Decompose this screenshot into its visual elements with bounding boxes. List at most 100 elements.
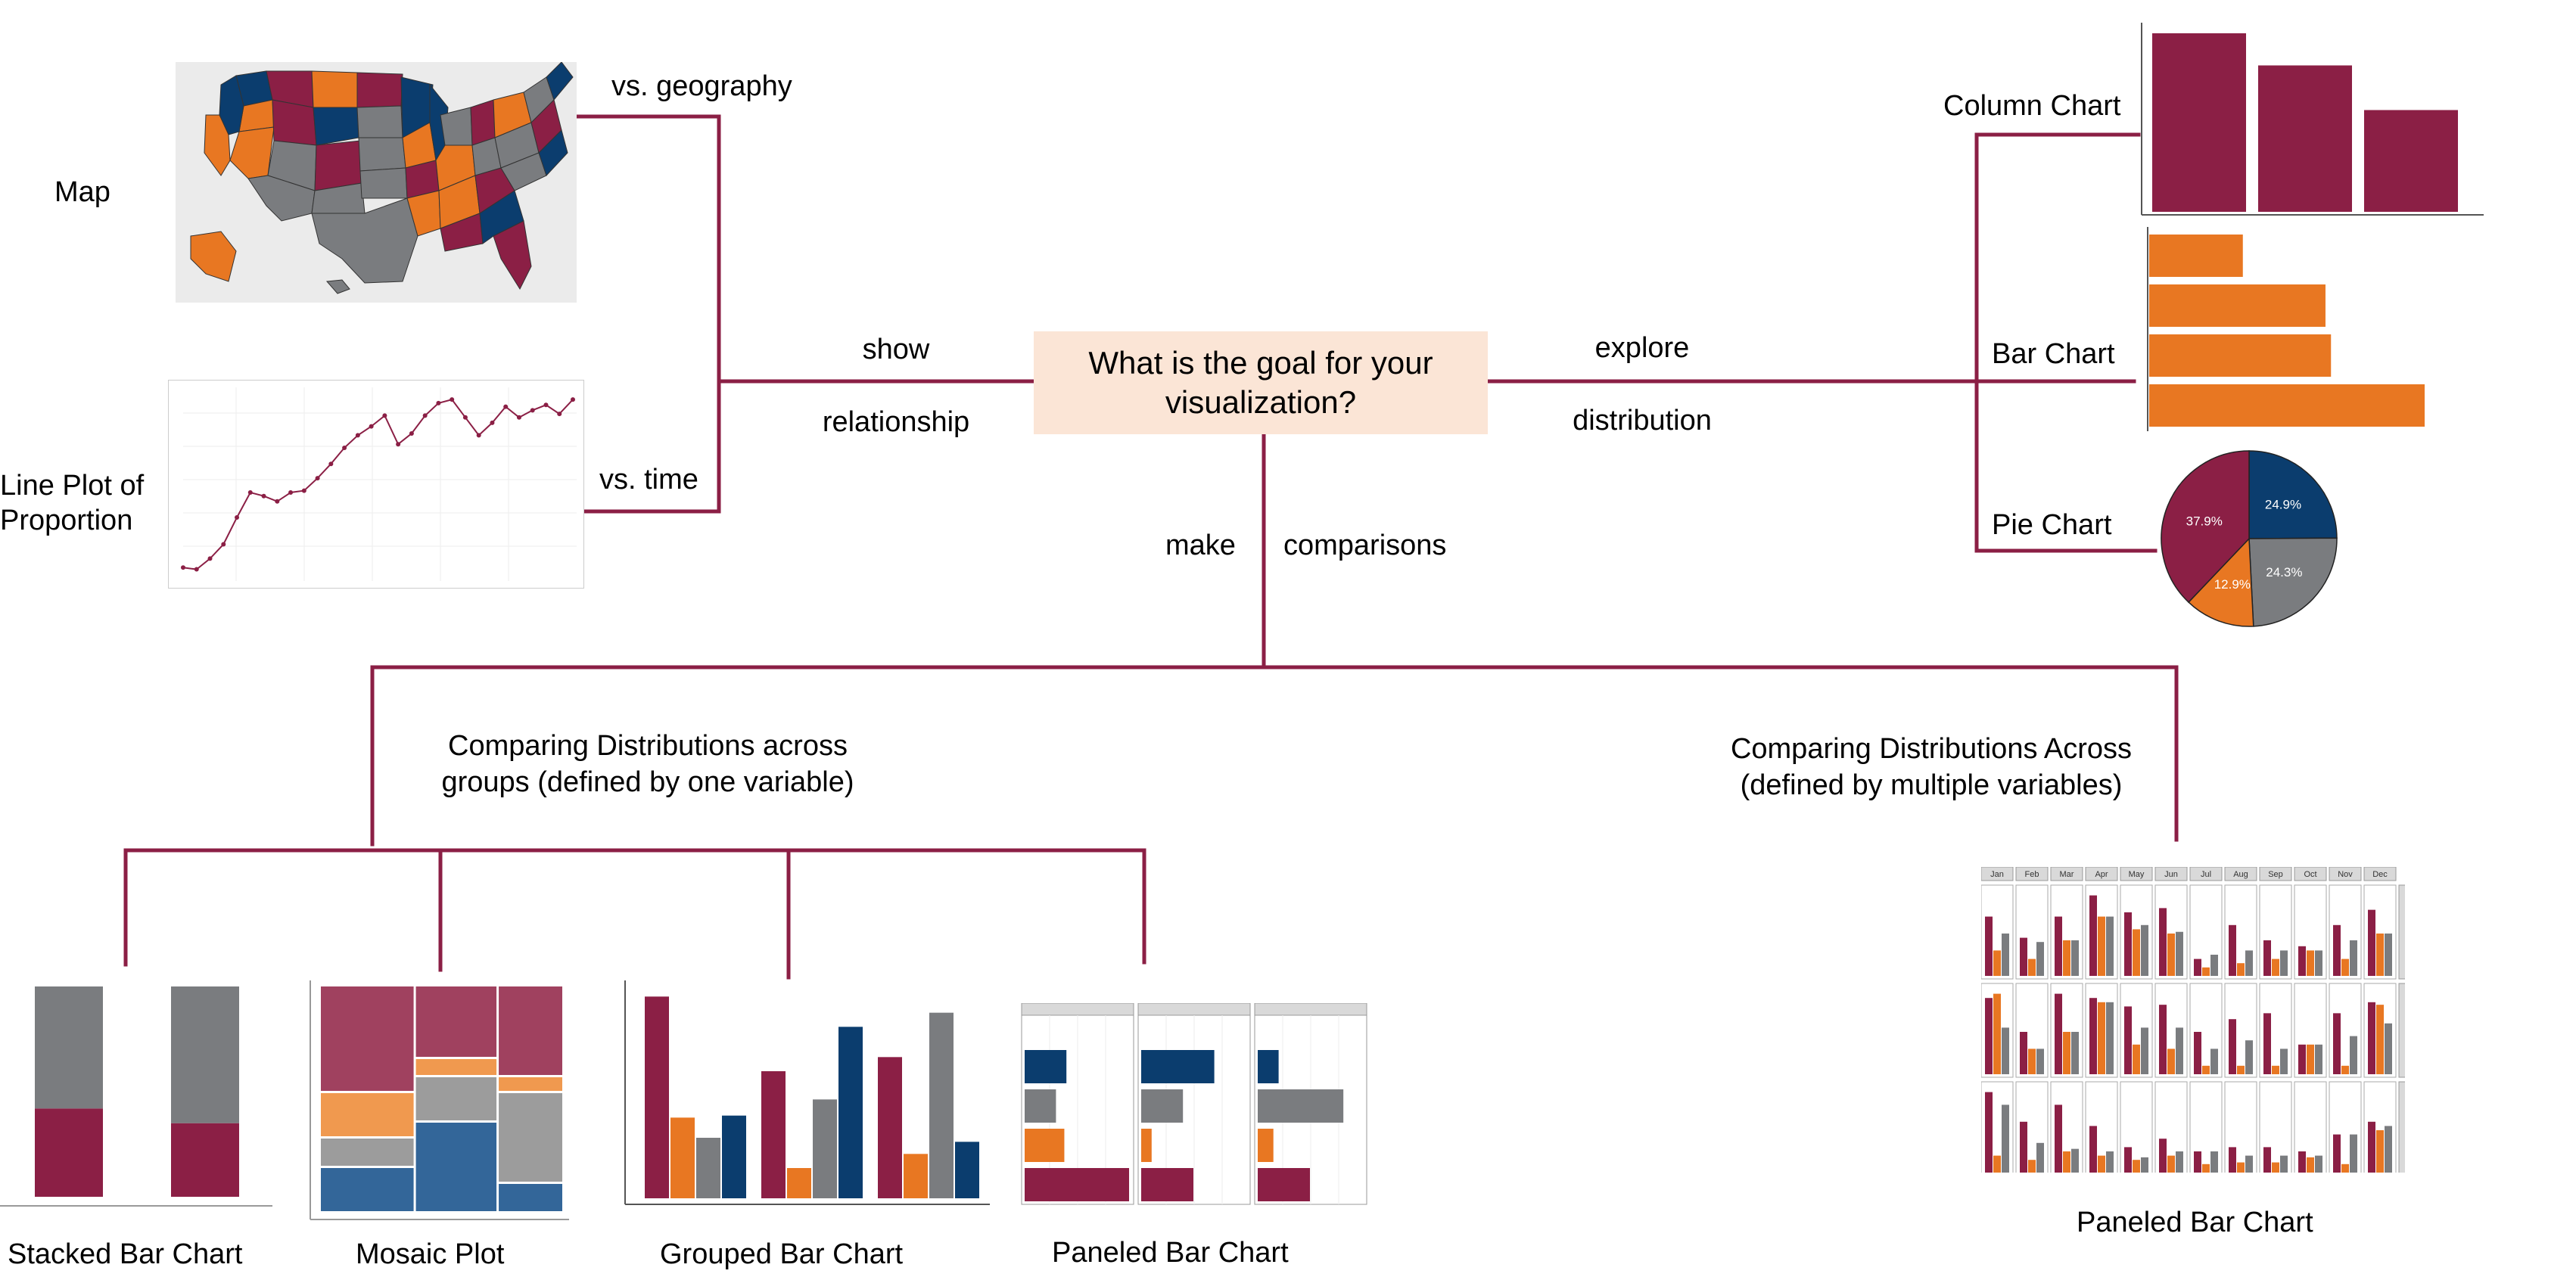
grid-bar: [2263, 1147, 2271, 1173]
month-strip: [2189, 867, 2223, 881]
grid-bar: [2194, 1032, 2201, 1074]
month-label: Feb: [2025, 870, 2039, 879]
grid-bar: [2333, 1134, 2341, 1173]
grid-bar: [2036, 942, 2044, 976]
line-plot-point: [261, 493, 266, 499]
grid-bar: [2141, 924, 2148, 976]
grid-bar: [2020, 1032, 2027, 1074]
line-plot-point: [247, 489, 253, 495]
grid-bar: [2098, 1002, 2105, 1074]
grid-bar: [2124, 1147, 2132, 1173]
line-plot-point: [355, 433, 360, 438]
horizontal-bar: [2149, 235, 2243, 277]
month-strip: [2015, 867, 2049, 881]
paneled-bar: [1258, 1129, 1274, 1162]
pie-chart-thumb: 24.9%24.3%12.9%37.9%: [2161, 450, 2338, 627]
grid-bar: [2376, 1130, 2384, 1173]
grid-bar: [2272, 1065, 2279, 1074]
grid-bar: [2210, 955, 2218, 976]
grid-bar: [2055, 916, 2062, 976]
pie-slice: [2248, 450, 2338, 539]
horizontal-bar: [2149, 334, 2332, 377]
label-paneled-bar-chart: Paneled Bar Chart: [1052, 1237, 1289, 1269]
us-map-thumb: [176, 62, 577, 303]
grid-bar: [2307, 1044, 2314, 1074]
month-label: Jun: [2164, 870, 2178, 879]
year-label: 2020: [2404, 1120, 2405, 1138]
line-plot-point: [275, 499, 280, 504]
grid-bar: [2350, 1036, 2357, 1074]
grid-bar: [2167, 1049, 2175, 1074]
label-column-chart: Column Chart: [1943, 90, 2121, 122]
grid-bar: [2176, 1151, 2183, 1173]
month-strip: [2294, 867, 2327, 881]
paneled-bar: [1141, 1168, 1193, 1201]
grid-bar: [2385, 1126, 2392, 1173]
stacked-bar-segment: [35, 1108, 103, 1197]
grid-bar: [2272, 1162, 2279, 1173]
grid-bar: [2106, 1002, 2114, 1074]
column-chart-thumb: [2141, 23, 2484, 216]
month-label: Jul: [2201, 870, 2211, 879]
branch-label-distribution: distribution: [1573, 405, 1712, 437]
label-line-plot-line1: Line Plot of: [0, 470, 145, 502]
grid-bar: [2350, 1134, 2357, 1173]
grid-bar: [2063, 940, 2070, 976]
pie-slice: [2248, 537, 2338, 627]
goal-box: [1034, 331, 1488, 434]
grid-bar: [2055, 1104, 2062, 1173]
branch-label-comparisons: comparisons: [1283, 530, 1447, 561]
grid-bar: [2159, 908, 2167, 976]
paneled-bar: [1141, 1129, 1152, 1162]
grouped-bar-thumb: [624, 980, 990, 1205]
branch-label-relationship: relationship: [822, 406, 970, 438]
line-plot-point: [409, 431, 414, 437]
label-pie-chart: Pie Chart: [1992, 509, 2112, 541]
grid-bar: [2167, 1155, 2175, 1173]
horizontal-bar: [2149, 284, 2326, 327]
label-paneled-bar-chart-multi: Paneled Bar Chart: [2077, 1207, 2313, 1238]
month-strip: [2224, 867, 2257, 881]
grid-bar: [2376, 934, 2384, 976]
grid-bar: [2368, 909, 2375, 976]
paneled-bar: [1025, 1050, 1067, 1083]
grid-bar: [2272, 958, 2279, 976]
grid-bar: [2089, 998, 2097, 1074]
line-plot-point: [543, 402, 549, 408]
grid-bar: [2194, 958, 2201, 976]
grid-bar: [2071, 1148, 2079, 1173]
month-label: Dec: [2372, 870, 2388, 879]
year-strip: [2398, 983, 2405, 1078]
grid-bar: [2133, 1160, 2140, 1173]
column-bar: [2258, 65, 2352, 212]
grid-bar: [2055, 993, 2062, 1074]
paneled-bar: [1141, 1050, 1215, 1083]
grid-bar: [2141, 1027, 2148, 1074]
month-strip: [1981, 867, 2014, 881]
grid-bar: [2028, 958, 2036, 976]
pie-slice: [2161, 450, 2250, 604]
pie-slice: [2188, 537, 2254, 627]
line-plot-point: [221, 542, 226, 547]
grid-bar: [2036, 1049, 2044, 1074]
grid-bar: [2298, 1151, 2306, 1173]
grid-bar: [2280, 1049, 2288, 1074]
grouped-bar: [722, 1115, 746, 1198]
grid-bar: [2098, 1155, 2105, 1173]
line-plot-point: [396, 442, 401, 447]
grid-bar: [2159, 1005, 2167, 1074]
grid-bar: [2298, 946, 2306, 976]
line-plot-point: [288, 489, 294, 495]
line-plot-point: [194, 567, 199, 572]
line-plot-point: [328, 461, 334, 467]
line-plot-point: [436, 400, 441, 405]
grid-bar: [1993, 950, 2001, 976]
year-strip: [2398, 1081, 2405, 1173]
grid-bar: [2106, 916, 2114, 976]
horizontal-bar: [2149, 384, 2425, 427]
mosaic-tile: [321, 986, 414, 1091]
grouped-bar: [670, 1117, 695, 1198]
line-plot-point: [382, 413, 387, 418]
panel-strip: [1021, 1003, 1134, 1016]
month-strip: [2329, 867, 2362, 881]
